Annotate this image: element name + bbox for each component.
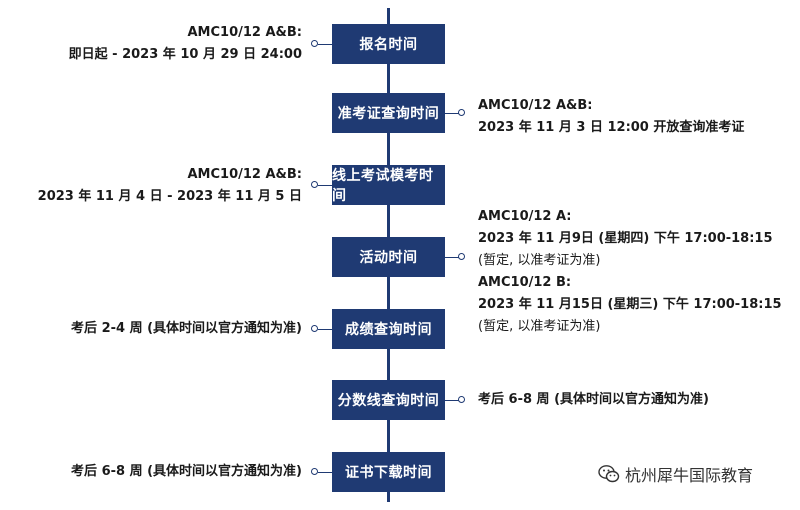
step-score-query: 成绩查询时间: [332, 309, 445, 349]
note-line: 考后 6-8 周 (具体时间以官方通知为准): [71, 464, 302, 479]
note-registration: AMC10/12 A&B: 即日起 - 2023 年 10 月 29 日 24:…: [69, 22, 302, 66]
note-line: 2023 年 11 月15日 (星期三) 下午 17:00-18:15: [478, 297, 782, 312]
note-line: 2023 年 11 月 4 日 - 2023 年 11 月 5 日: [37, 189, 302, 204]
step-mock-exam: 线上考试模考时间: [332, 165, 445, 205]
note-line: 2023 年 11 月 3 日 12:00 开放查询准考证: [478, 120, 745, 135]
note-line: 2023 年 11 月9日 (星期四) 下午 17:00-18:15: [478, 231, 773, 246]
watermark-text: 杭州犀牛国际教育: [625, 466, 754, 485]
note-activity: AMC10/12 A: 2023 年 11 月9日 (星期四) 下午 17:00…: [478, 206, 782, 338]
connector-dot: [311, 325, 318, 332]
connector-dot: [458, 253, 465, 260]
note-line: (暂定, 以准考证为准): [478, 253, 601, 268]
note-cutoff: 考后 6-8 周 (具体时间以官方通知为准): [478, 389, 709, 411]
connector-dot: [311, 468, 318, 475]
connector: [445, 257, 459, 258]
note-line: (暂定, 以准考证为准): [478, 319, 601, 334]
step-registration: 报名时间: [332, 24, 445, 64]
connector: [318, 44, 332, 45]
connector-dot: [311, 40, 318, 47]
note-admission: AMC10/12 A&B: 2023 年 11 月 3 日 12:00 开放查询…: [478, 95, 744, 139]
note-line: 考后 6-8 周 (具体时间以官方通知为准): [478, 392, 709, 407]
note-line: 考后 2-4 周 (具体时间以官方通知为准): [71, 321, 302, 336]
watermark: 杭州犀牛国际教育: [598, 462, 753, 486]
note-line: AMC10/12 A:: [478, 209, 572, 224]
wechat-icon: [598, 464, 620, 484]
note-line: AMC10/12 A&B:: [478, 98, 593, 113]
note-line: AMC10/12 B:: [478, 275, 572, 290]
note-score: 考后 2-4 周 (具体时间以官方通知为准): [71, 318, 302, 340]
note-line: 即日起 - 2023 年 10 月 29 日 24:00: [68, 47, 302, 62]
step-admission-ticket: 准考证查询时间: [332, 93, 445, 133]
connector-dot: [311, 181, 318, 188]
note-certificate: 考后 6-8 周 (具体时间以官方通知为准): [71, 461, 302, 483]
connector: [445, 113, 459, 114]
step-activity: 活动时间: [332, 237, 445, 277]
note-line: AMC10/12 A&B:: [187, 25, 303, 40]
step-certificate-download: 证书下载时间: [332, 452, 445, 492]
connector: [318, 185, 332, 186]
connector: [318, 329, 332, 330]
note-line: AMC10/12 A&B:: [187, 167, 303, 182]
step-cutoff-query: 分数线查询时间: [332, 380, 445, 420]
connector: [445, 400, 459, 401]
connector: [318, 472, 332, 473]
note-mock: AMC10/12 A&B: 2023 年 11 月 4 日 - 2023 年 1…: [38, 164, 302, 208]
connector-dot: [458, 396, 465, 403]
connector-dot: [458, 109, 465, 116]
